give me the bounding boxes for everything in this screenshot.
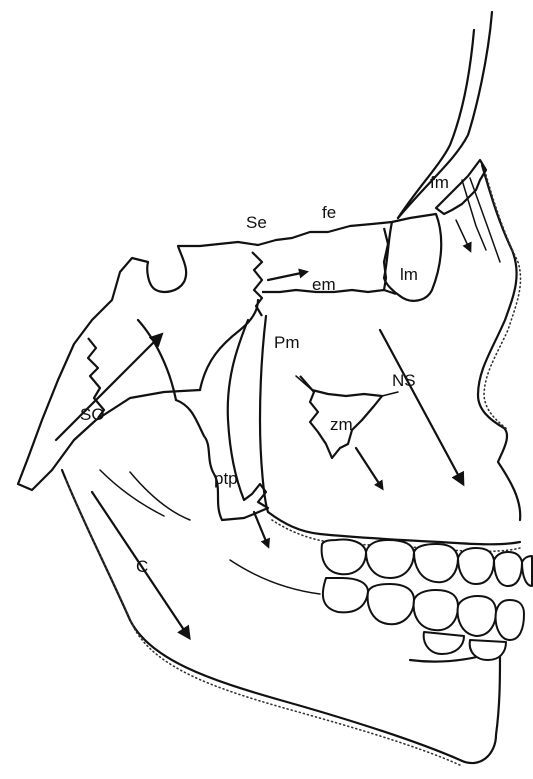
label-se: Se xyxy=(246,213,267,232)
label-fe: fe xyxy=(322,203,336,222)
label-ns: NS xyxy=(392,371,416,390)
label-c: C xyxy=(136,557,148,576)
arrow-ptp xyxy=(254,512,268,546)
cranial-base-outline xyxy=(18,242,262,490)
arrow-em xyxy=(268,272,306,280)
orbit-region xyxy=(258,214,441,301)
label-so: SO xyxy=(80,405,105,424)
label-em: em xyxy=(312,275,336,294)
arrow-zm xyxy=(356,448,382,488)
arrow-fm xyxy=(456,220,470,250)
label-lm: lm xyxy=(400,265,418,284)
label-ptp: ptp xyxy=(214,469,238,488)
lower-teeth xyxy=(323,578,524,660)
label-fm: fm xyxy=(430,173,449,192)
label-zm: zm xyxy=(330,415,353,434)
label-pm: Pm xyxy=(274,333,300,352)
region-labels: Se fe fm em lm Pm NS zm SO ptp C xyxy=(80,173,449,576)
arrow-ns xyxy=(380,330,462,482)
